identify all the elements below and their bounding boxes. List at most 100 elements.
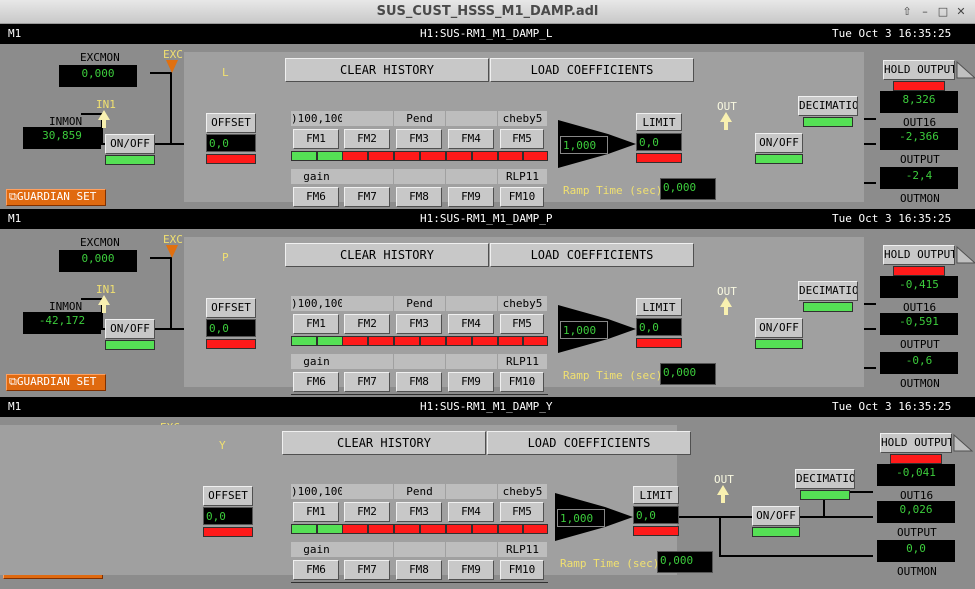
fm2-button[interactable]: FM2 bbox=[344, 129, 390, 149]
fm4-button[interactable]: FM4 bbox=[448, 502, 494, 522]
maximize-icon[interactable]: □ bbox=[937, 5, 949, 18]
offset-field[interactable]: 0,0 bbox=[206, 319, 256, 337]
fm9-indicator bbox=[472, 582, 498, 583]
fm6-button[interactable]: FM6 bbox=[293, 372, 339, 392]
fm-name-label bbox=[446, 111, 497, 126]
outmon-readback: 0,0 bbox=[877, 540, 955, 562]
fm10-indicator bbox=[498, 394, 523, 395]
out-label: OUT bbox=[717, 100, 737, 113]
keep-above-icon[interactable]: ⇧ bbox=[902, 5, 912, 18]
limit-button[interactable]: LIMIT bbox=[636, 113, 682, 131]
wire bbox=[170, 257, 172, 329]
fm10-button[interactable]: FM10 bbox=[500, 372, 544, 392]
limit-field[interactable]: 0,0 bbox=[633, 506, 679, 524]
offset-button[interactable]: OFFSET bbox=[206, 298, 256, 318]
limit-button[interactable]: LIMIT bbox=[633, 486, 679, 504]
fm3-indicator bbox=[420, 524, 446, 534]
fm4-indicator bbox=[446, 151, 472, 161]
fm6-button[interactable]: FM6 bbox=[293, 560, 339, 580]
offset-field[interactable]: 0,0 bbox=[206, 134, 256, 152]
fm5-button[interactable]: FM5 bbox=[500, 129, 544, 149]
clear-history-button[interactable]: CLEAR HISTORY bbox=[282, 431, 486, 455]
offset-field[interactable]: 0,0 bbox=[203, 507, 253, 525]
gain-field[interactable]: 1,000 bbox=[560, 136, 608, 154]
input-onoff-button[interactable]: ON/OFF bbox=[105, 134, 155, 154]
fm3-indicator bbox=[420, 336, 446, 346]
gain-field[interactable]: 1,000 bbox=[560, 321, 608, 339]
fm7-button[interactable]: FM7 bbox=[344, 560, 390, 580]
input-onoff-button[interactable]: ON/OFF bbox=[105, 319, 155, 339]
fm3-button[interactable]: FM3 bbox=[396, 502, 442, 522]
hold-output-button[interactable]: HOLD OUTPUT bbox=[883, 60, 955, 80]
hold-output-indicator bbox=[890, 454, 942, 464]
ramp-time-field[interactable]: 0,000 bbox=[660, 178, 716, 200]
ramp-time-field[interactable]: 0,000 bbox=[657, 551, 713, 573]
limit-field[interactable]: 0,0 bbox=[636, 133, 682, 151]
load-coefficients-button[interactable]: LOAD COEFFICIENTS bbox=[490, 58, 694, 82]
guardian-set-button[interactable]: ⧉GUARDIAN SET bbox=[6, 374, 106, 391]
fm-name-label bbox=[342, 542, 393, 557]
inmon-label: INMON bbox=[49, 115, 83, 128]
guardian-set-button[interactable]: ⧉GUARDIAN SET bbox=[6, 189, 106, 206]
fm4-button[interactable]: FM4 bbox=[448, 129, 494, 149]
limit-button[interactable]: LIMIT bbox=[636, 298, 682, 316]
fm10-button[interactable]: FM10 bbox=[500, 187, 544, 207]
decimation-button[interactable]: DECIMATION bbox=[798, 96, 858, 116]
fm-name-label: )100,100 bbox=[291, 111, 342, 126]
window-titlebar: SUS_CUST_HSSS_M1_DAMP.adl ⇧ – □ ✕ bbox=[0, 0, 975, 24]
fm2-button[interactable]: FM2 bbox=[344, 502, 390, 522]
output-onoff-button[interactable]: ON/OFF bbox=[752, 506, 800, 526]
load-coefficients-button[interactable]: LOAD COEFFICIENTS bbox=[490, 243, 694, 267]
fm5-button[interactable]: FM5 bbox=[500, 502, 544, 522]
fm1-button[interactable]: FM1 bbox=[293, 502, 339, 522]
fm-name-label bbox=[446, 169, 497, 184]
fm6-button[interactable]: FM6 bbox=[293, 187, 339, 207]
fm5-indicator bbox=[523, 524, 548, 534]
fm7-button[interactable]: FM7 bbox=[344, 372, 390, 392]
decimation-button[interactable]: DECIMATION bbox=[795, 469, 855, 489]
fm3-button[interactable]: FM3 bbox=[396, 129, 442, 149]
output-onoff-button[interactable]: ON/OFF bbox=[755, 318, 803, 338]
fm8-button[interactable]: FM8 bbox=[396, 560, 442, 580]
close-icon[interactable]: ✕ bbox=[956, 5, 966, 18]
fm8-button[interactable]: FM8 bbox=[396, 372, 442, 392]
load-coefficients-button[interactable]: LOAD COEFFICIENTS bbox=[487, 431, 691, 455]
decimation-button[interactable]: DECIMATION bbox=[798, 281, 858, 301]
fm3-button[interactable]: FM3 bbox=[396, 314, 442, 334]
fm4-indicator bbox=[446, 524, 472, 534]
fm8-indicator bbox=[394, 582, 420, 583]
fm9-button[interactable]: FM9 bbox=[448, 187, 494, 207]
fm1-button[interactable]: FM1 bbox=[293, 129, 339, 149]
minimize-icon[interactable]: – bbox=[922, 5, 928, 18]
fm8-button[interactable]: FM8 bbox=[396, 187, 442, 207]
fm1-button[interactable]: FM1 bbox=[293, 314, 339, 334]
ramp-time-field[interactable]: 0,000 bbox=[660, 363, 716, 385]
gain-field[interactable]: 1,000 bbox=[557, 509, 605, 527]
offset-button[interactable]: OFFSET bbox=[203, 486, 253, 506]
panel-header: M1 H1:SUS-RM1_M1_DAMP_L Tue Oct 3 16:35:… bbox=[0, 24, 975, 44]
offset-button[interactable]: OFFSET bbox=[206, 113, 256, 133]
in1-label: IN1 bbox=[96, 283, 116, 296]
fm-name-label: RLP11 bbox=[498, 169, 547, 184]
decimation-indicator bbox=[803, 302, 853, 312]
fm5-button[interactable]: FM5 bbox=[500, 314, 544, 334]
offset-indicator bbox=[206, 154, 256, 164]
clear-history-button[interactable]: CLEAR HISTORY bbox=[285, 58, 489, 82]
fm4-button[interactable]: FM4 bbox=[448, 314, 494, 334]
fm7-button[interactable]: FM7 bbox=[344, 187, 390, 207]
hold-output-button[interactable]: HOLD OUTPUT bbox=[880, 433, 952, 453]
limit-field[interactable]: 0,0 bbox=[636, 318, 682, 336]
window-title: SUS_CUST_HSSS_M1_DAMP.adl bbox=[376, 4, 599, 19]
fm1-indicator bbox=[317, 524, 343, 534]
fm10-button[interactable]: FM10 bbox=[500, 560, 544, 580]
fm2-button[interactable]: FM2 bbox=[344, 314, 390, 334]
clear-history-button[interactable]: CLEAR HISTORY bbox=[285, 243, 489, 267]
fm-name-label: gain bbox=[291, 542, 342, 557]
exc-arrow-icon bbox=[166, 60, 178, 73]
output-onoff-button[interactable]: ON/OFF bbox=[755, 133, 803, 153]
fm9-button[interactable]: FM9 bbox=[448, 560, 494, 580]
hold-output-button[interactable]: HOLD OUTPUT bbox=[883, 245, 955, 265]
dof-label: P bbox=[222, 251, 229, 264]
timestamp: Tue Oct 3 16:35:25 bbox=[832, 212, 952, 225]
fm9-button[interactable]: FM9 bbox=[448, 372, 494, 392]
